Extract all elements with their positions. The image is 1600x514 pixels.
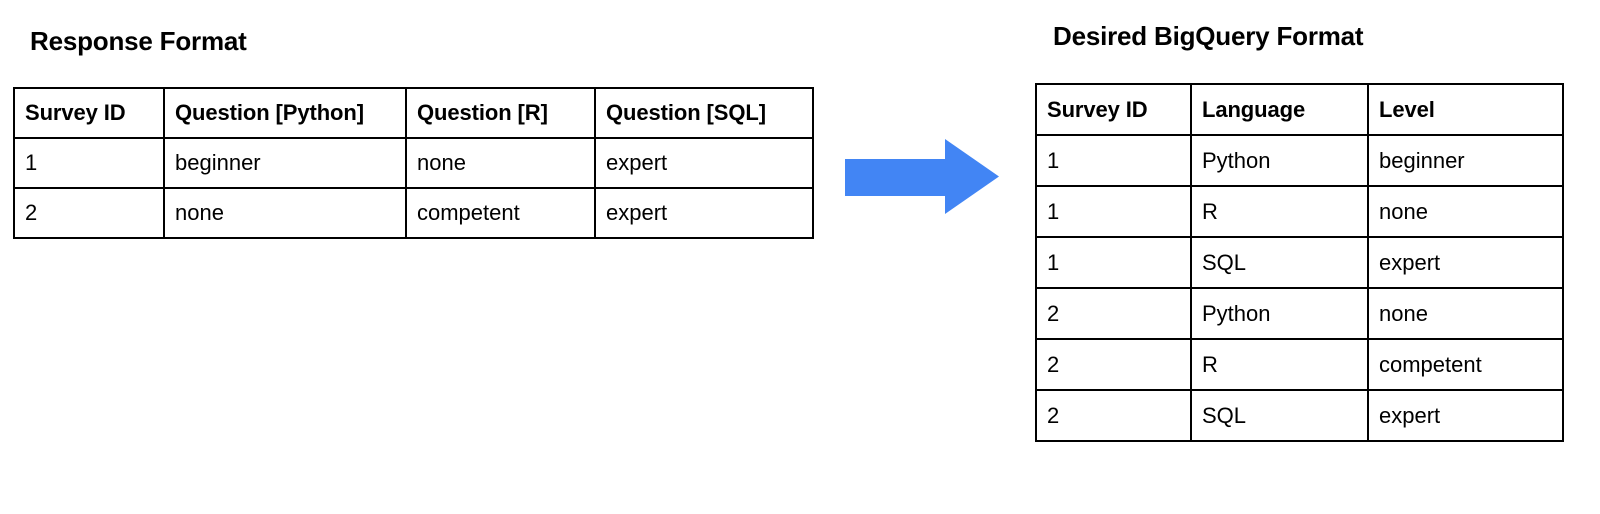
right-arrow-icon xyxy=(845,139,999,214)
cell-survey-id: 1 xyxy=(13,137,165,189)
column-header-survey-id: Survey ID xyxy=(13,87,165,139)
table-row: 2 Python none xyxy=(1035,287,1564,340)
table-header-row: Survey ID Question [Python] Question [R]… xyxy=(13,87,814,139)
cell-question-r: competent xyxy=(405,187,596,239)
bigquery-format-title: Desired BigQuery Format xyxy=(1053,21,1364,51)
column-header-question-r: Question [R] xyxy=(405,87,596,139)
cell-question-sql: expert xyxy=(594,137,814,189)
response-format-panel: Response Format Survey ID Question [Pyth… xyxy=(13,24,814,239)
cell-question-python: beginner xyxy=(163,137,407,189)
cell-level: none xyxy=(1367,287,1564,340)
table-row: 2 R competent xyxy=(1035,338,1564,391)
bigquery-format-table: Survey ID Language Level 1 Python beginn… xyxy=(1035,83,1564,442)
cell-language: Python xyxy=(1190,134,1369,187)
cell-level: expert xyxy=(1367,389,1564,442)
cell-language: SQL xyxy=(1190,389,1369,442)
cell-survey-id: 1 xyxy=(1035,236,1192,289)
response-format-table: Survey ID Question [Python] Question [R]… xyxy=(13,87,814,239)
column-header-question-python: Question [Python] xyxy=(163,87,407,139)
cell-level: none xyxy=(1367,185,1564,238)
cell-question-python: none xyxy=(163,187,407,239)
table-header-row: Survey ID Language Level xyxy=(1035,83,1564,136)
cell-survey-id: 1 xyxy=(1035,134,1192,187)
cell-level: competent xyxy=(1367,338,1564,391)
table-row: 2 none competent expert xyxy=(13,187,814,239)
column-header-survey-id: Survey ID xyxy=(1035,83,1192,136)
cell-survey-id: 2 xyxy=(1035,287,1192,340)
cell-level: beginner xyxy=(1367,134,1564,187)
cell-survey-id: 2 xyxy=(13,187,165,239)
cell-survey-id: 2 xyxy=(1035,338,1192,391)
column-header-language: Language xyxy=(1190,83,1369,136)
cell-language: SQL xyxy=(1190,236,1369,289)
response-format-title: Response Format xyxy=(30,26,247,56)
column-header-question-sql: Question [SQL] xyxy=(594,87,814,139)
table-row: 1 R none xyxy=(1035,185,1564,238)
transform-arrow xyxy=(845,139,999,214)
table-row: 1 Python beginner xyxy=(1035,134,1564,187)
cell-level: expert xyxy=(1367,236,1564,289)
cell-language: R xyxy=(1190,338,1369,391)
cell-language: Python xyxy=(1190,287,1369,340)
table-row: 1 SQL expert xyxy=(1035,236,1564,289)
cell-language: R xyxy=(1190,185,1369,238)
table-row: 1 beginner none expert xyxy=(13,137,814,189)
table-row: 2 SQL expert xyxy=(1035,389,1564,442)
cell-survey-id: 2 xyxy=(1035,389,1192,442)
bigquery-format-panel: Desired BigQuery Format Survey ID Langua… xyxy=(1035,19,1564,442)
cell-question-r: none xyxy=(405,137,596,189)
cell-survey-id: 1 xyxy=(1035,185,1192,238)
column-header-level: Level xyxy=(1367,83,1564,136)
cell-question-sql: expert xyxy=(594,187,814,239)
